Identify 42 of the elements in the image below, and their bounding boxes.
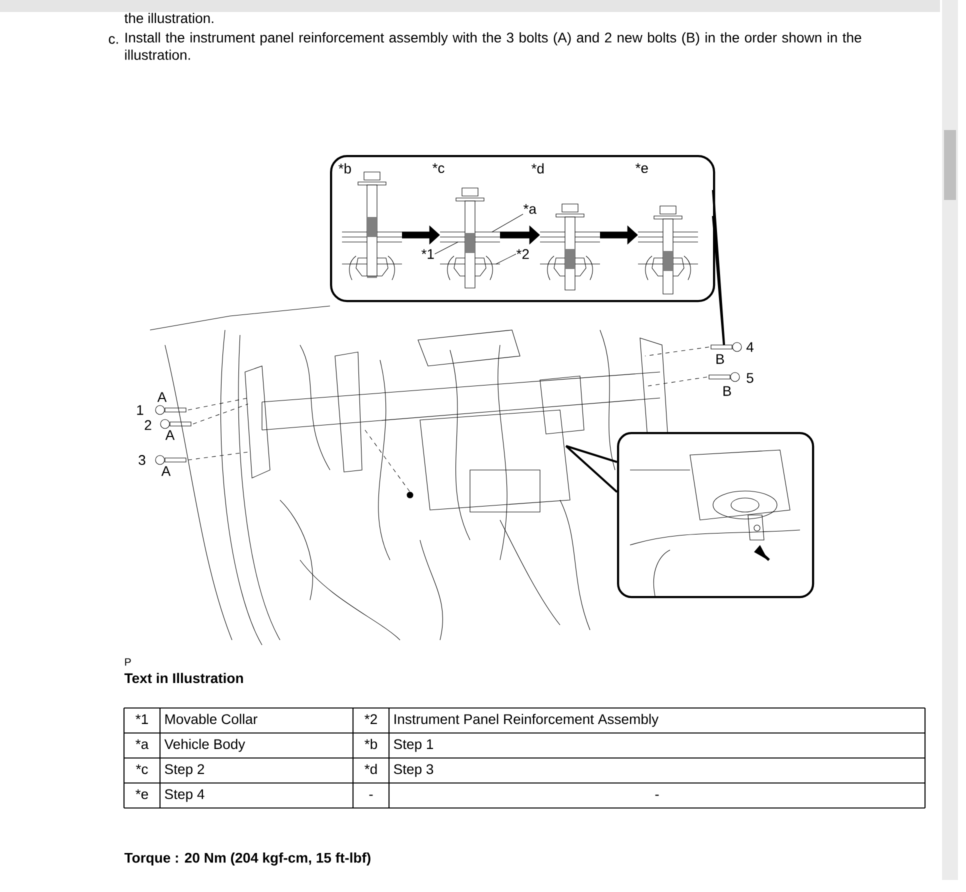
section-heading: Text in Illustration [124, 672, 243, 684]
table-cell: - [369, 794, 373, 796]
body-text: the illustration. [124, 12, 214, 24]
bolt-letter: B [724, 386, 731, 396]
table-cell: *e [136, 789, 148, 800]
table-cell: Instrument Panel Reinforcement Assembly [394, 714, 659, 727]
table-cell: *2 [364, 714, 377, 724]
table-cell: *a [136, 739, 149, 750]
step-label: *d [532, 163, 544, 174]
table-cell: *b [364, 738, 378, 750]
table-cell: Step 2 [164, 764, 204, 777]
leader-line [492, 214, 524, 232]
callout-label: *a [524, 204, 536, 214]
detail-inset [330, 155, 716, 302]
callout-number: 2 [144, 420, 152, 430]
callout-pointer [564, 444, 618, 494]
leader-line [434, 242, 458, 254]
step-label: *c [432, 163, 444, 174]
table-cell: Vehicle Body [164, 738, 246, 752]
leader-line [496, 254, 516, 264]
table-cell: *1 [136, 714, 148, 724]
detail-inset [617, 432, 814, 598]
step-label: *b [338, 163, 351, 174]
bolt-letter: A [157, 392, 167, 402]
callout-label: *2 [516, 249, 529, 259]
step-label: *e [636, 163, 648, 174]
table-cell: *c [136, 764, 148, 774]
table-cell: - [655, 794, 659, 796]
torque-note: Torque : 20 Nm (204 kgf-cm, 15 ft-lbf) [124, 852, 370, 866]
table-cell: Step 3 [394, 764, 434, 777]
body-text: Install the instrument panel reinforcement assembly with the 3 bolts (A) and 2 new bolts (B) in the order shown in the illustration. [125, 32, 862, 60]
bolt-letter: A [165, 430, 175, 440]
bolt-letter: B [716, 354, 724, 364]
table-cell: *d [364, 764, 377, 774]
table-cell: Movable Collar [165, 714, 258, 724]
bolt-letter: A [161, 466, 171, 476]
callout-pointer [712, 188, 726, 346]
table-cell: Step 1 [394, 739, 434, 752]
page-marker: P [125, 658, 131, 666]
table-cell: Step 4 [164, 789, 204, 802]
list-marker: c. [108, 36, 118, 44]
callout-label: *1 [422, 249, 434, 259]
